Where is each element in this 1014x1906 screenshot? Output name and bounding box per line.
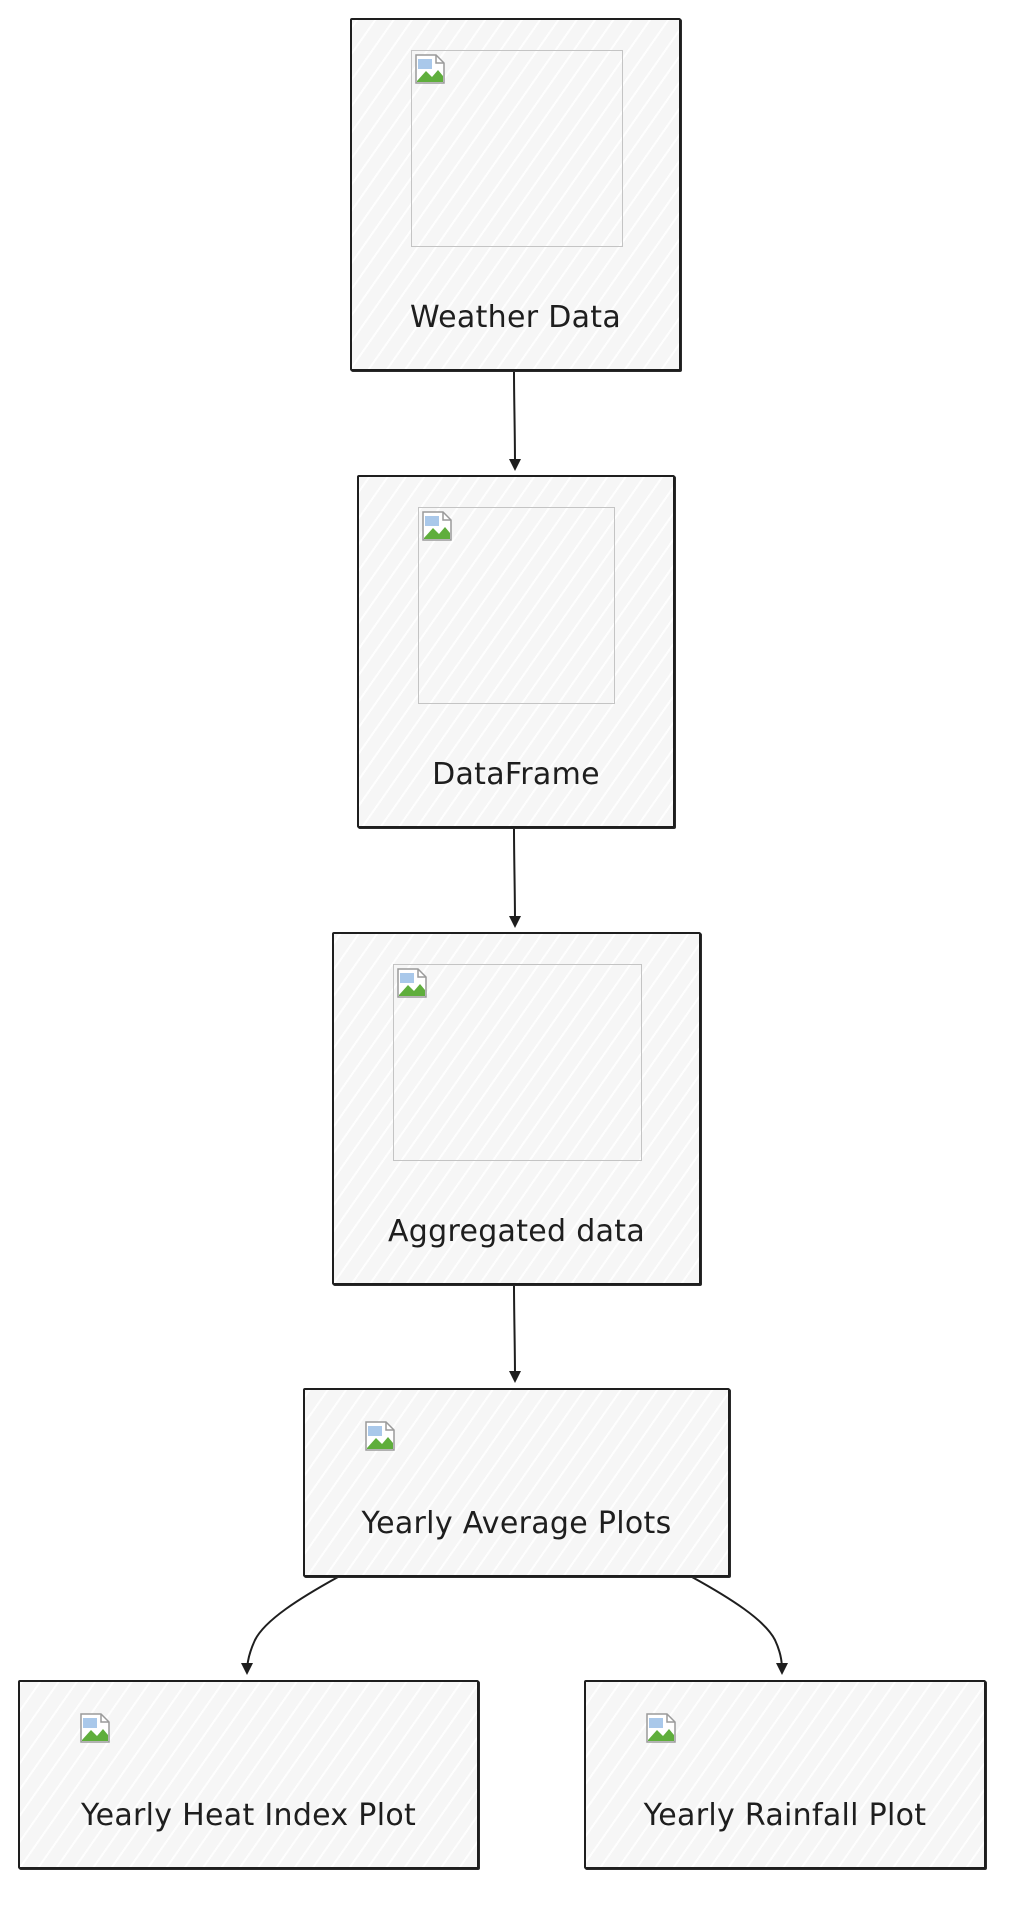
node-label: Yearly Heat Index Plot xyxy=(80,1798,417,1833)
edge-dataframe-to-aggregated xyxy=(508,827,521,928)
node-label: Aggregated data xyxy=(387,1214,646,1249)
edge-aggregated-to-average-plots xyxy=(508,1283,521,1383)
edge-weather-to-dataframe xyxy=(508,371,521,471)
broken-image-icon xyxy=(415,54,445,84)
broken-image-icon xyxy=(397,968,427,998)
node-yearly-heat-index-plot[interactable]: Yearly Heat Index Plot xyxy=(18,1680,479,1869)
node-label: Yearly Rainfall Plot xyxy=(643,1798,927,1833)
node-dataframe[interactable]: DataFrame xyxy=(357,475,675,828)
node-yearly-rainfall-plot[interactable]: Yearly Rainfall Plot xyxy=(584,1680,986,1869)
edge-average-to-rainfall xyxy=(691,1576,788,1675)
broken-image-icon xyxy=(365,1421,395,1451)
node-label: DataFrame xyxy=(432,757,600,792)
node-label: Weather Data xyxy=(409,300,622,335)
node-label: Yearly Average Plots xyxy=(361,1506,672,1541)
node-yearly-average-plots[interactable]: Yearly Average Plots xyxy=(303,1388,730,1577)
image-placeholder xyxy=(411,50,623,247)
node-weather-data[interactable]: Weather Data xyxy=(350,18,681,371)
image-placeholder xyxy=(393,964,642,1161)
broken-image-icon xyxy=(80,1713,110,1743)
image-placeholder xyxy=(418,507,615,704)
broken-image-icon xyxy=(422,511,452,541)
node-aggregated-data[interactable]: Aggregated data xyxy=(332,932,701,1285)
broken-image-icon xyxy=(646,1713,676,1743)
edge-average-to-heat-index xyxy=(241,1576,339,1675)
